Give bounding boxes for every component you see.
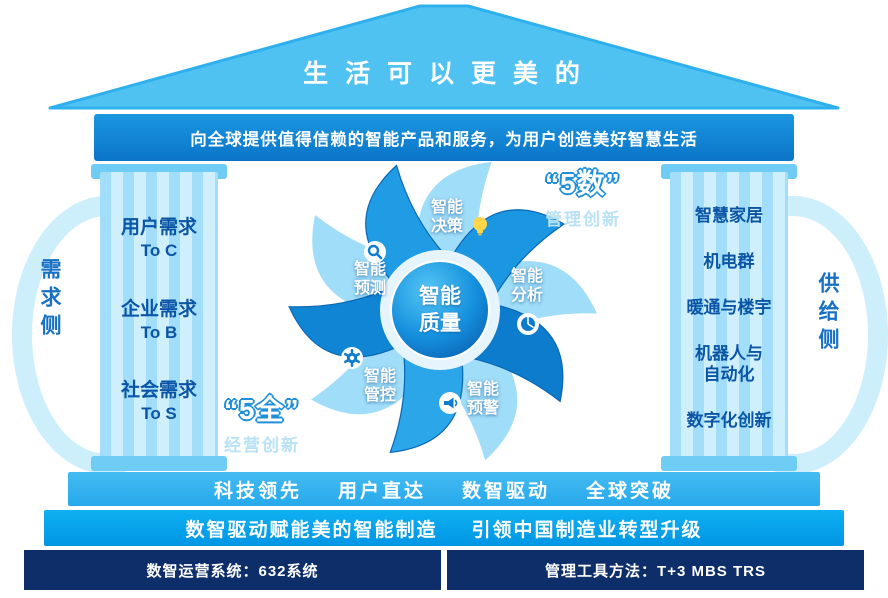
callout-five-quan: “5全” 经营创新 bbox=[224, 388, 300, 456]
supply-item-line: 自动化 bbox=[703, 365, 755, 384]
blade-label-decision: 智能 决策 bbox=[430, 199, 463, 236]
supply-item: 智慧家居 bbox=[695, 205, 763, 226]
five-shu-title: “5数” bbox=[545, 168, 621, 199]
strategy-item: 科技领先 bbox=[213, 480, 302, 502]
right-pillar-shaft: 智慧家居 机电群 暖通与楼宇 机器人与 自动化 数字化创新 bbox=[670, 172, 788, 464]
supply-item: 暖通与楼宇 bbox=[687, 297, 772, 318]
supply-item-line: 数字化创新 bbox=[686, 411, 772, 430]
strategy-item: 用户直达 bbox=[337, 480, 426, 502]
beam-banner: 向全球提供值得信赖的智能产品和服务，为用户创造美好智慧生活 bbox=[94, 114, 794, 161]
supply-item-line: 机电群 bbox=[703, 251, 755, 271]
search-icon bbox=[364, 241, 386, 263]
gear-icon bbox=[341, 347, 363, 369]
five-quan-title: “5全” bbox=[224, 394, 300, 425]
smart-quality-wheel: 智能 质量 智能 决策 智能 分析 智能 预警 智能 管控 智能 预测 bbox=[280, 150, 600, 470]
supply-item-line: 智慧家居 bbox=[695, 205, 763, 225]
right-pillar-base bbox=[661, 456, 797, 471]
five-quan-subtitle: 经营创新 bbox=[224, 436, 300, 455]
roof-slogan: 生 活 可 以 更 美 的 bbox=[303, 60, 585, 88]
demand-item-tos: 社会需求 To S bbox=[121, 375, 197, 424]
supply-side-label: 供给侧 bbox=[816, 272, 839, 356]
blade-label-prediction: 智能 预测 bbox=[353, 261, 386, 298]
demand-item-title: 社会需求 bbox=[120, 379, 197, 401]
blade-label-control: 智能 管控 bbox=[363, 368, 396, 405]
horn-icon bbox=[439, 392, 461, 414]
supply-item: 机器人与 自动化 bbox=[695, 343, 763, 386]
callout-five-shu: “5数” 管理创新 bbox=[545, 162, 621, 230]
five-shu-subtitle: 管理创新 bbox=[545, 210, 621, 229]
supply-item: 机电群 bbox=[704, 251, 755, 272]
right-pillar: 智慧家居 机电群 暖通与楼宇 机器人与 自动化 数字化创新 bbox=[661, 164, 797, 471]
demand-item-subtitle: To C bbox=[140, 241, 178, 261]
demand-side-label: 需求侧 bbox=[38, 258, 61, 342]
roof-shape bbox=[48, 4, 840, 110]
strategy-item: 全球突破 bbox=[586, 480, 675, 502]
pinwheel-shape bbox=[288, 161, 597, 461]
mission-right: 引领中国制造业转型升级 bbox=[471, 519, 703, 541]
left-pillar: 用户需求 To C 企业需求 To B 社会需求 To S bbox=[91, 164, 227, 471]
supply-item-line: 机器人与 bbox=[695, 343, 763, 363]
blade-label-analysis: 智能 分析 bbox=[510, 268, 543, 305]
demand-item-subtitle: To S bbox=[141, 403, 177, 423]
left-pillar-base bbox=[91, 456, 227, 471]
footer-band: 数智运营系统：632系统 管理工具方法：T+3 MBS TRS bbox=[24, 550, 864, 590]
bulb-icon bbox=[473, 217, 487, 236]
footer-management-tools: 管理工具方法：T+3 MBS TRS bbox=[447, 550, 864, 590]
supply-item: 数字化创新 bbox=[687, 410, 772, 431]
demand-item-subtitle: To B bbox=[140, 322, 178, 342]
center-circle bbox=[390, 260, 490, 360]
mission-left: 数智驱动赋能美的智能制造 bbox=[185, 519, 438, 541]
demand-item-tob: 企业需求 To B bbox=[121, 294, 197, 343]
footer-operations-system: 数智运营系统：632系统 bbox=[24, 550, 441, 590]
demand-item-title: 企业需求 bbox=[120, 298, 197, 320]
supply-item-line: 暖通与楼宇 bbox=[686, 297, 772, 317]
blade-label-warning: 智能 预警 bbox=[466, 381, 499, 418]
demand-item-toc: 用户需求 To C bbox=[121, 212, 197, 261]
strategy-band: 科技领先 用户直达 数智驱动 全球突破 bbox=[68, 472, 820, 506]
mission-band: 数智驱动赋能美的智能制造 引领中国制造业转型升级 bbox=[44, 510, 844, 546]
demand-item-title: 用户需求 bbox=[120, 217, 197, 239]
left-pillar-shaft: 用户需求 To C 企业需求 To B 社会需求 To S bbox=[100, 172, 218, 464]
pie-chart-icon bbox=[517, 313, 539, 335]
strategy-item: 数智驱动 bbox=[462, 480, 551, 502]
beam-text: 向全球提供值得信赖的智能产品和服务，为用户创造美好智慧生活 bbox=[190, 130, 698, 149]
